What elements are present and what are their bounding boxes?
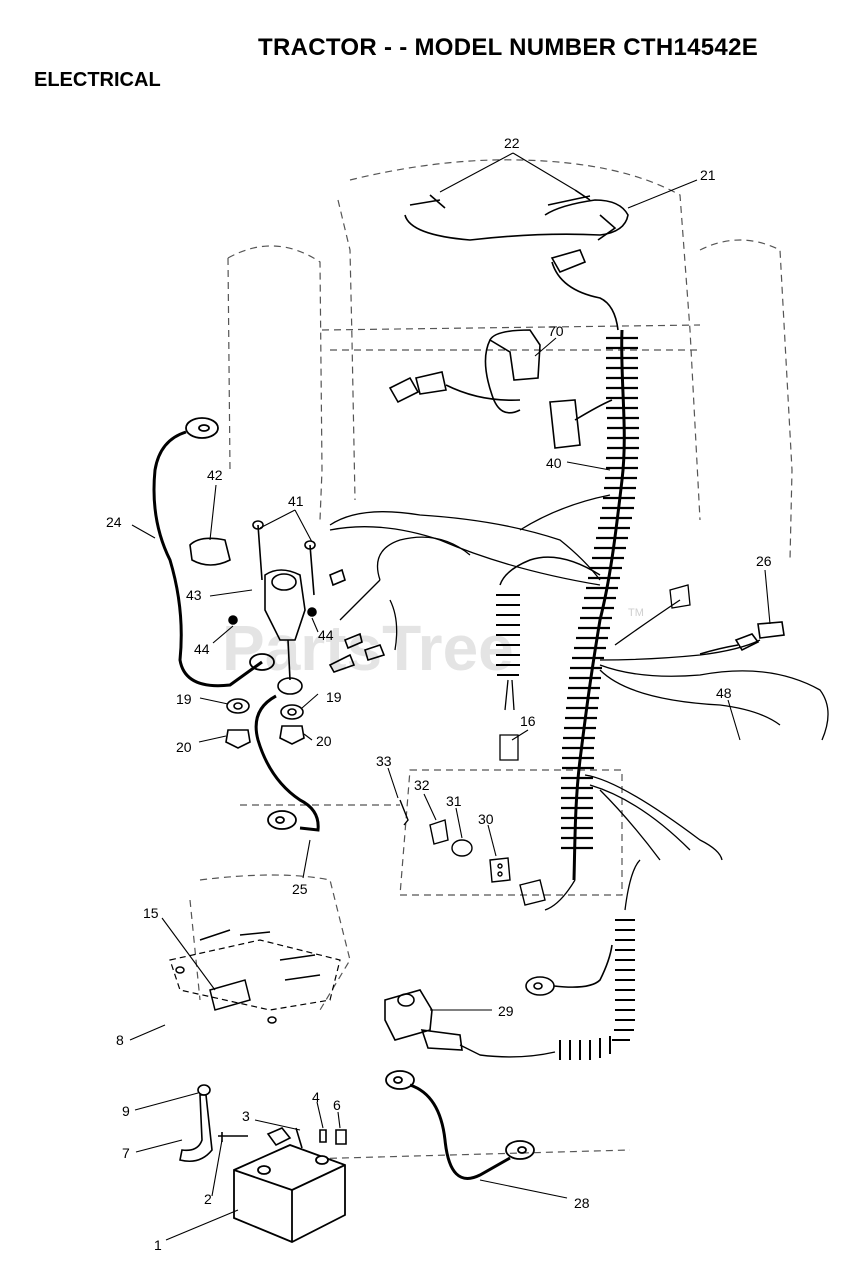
harness-21 [404, 189, 629, 331]
bracket-15 [175, 929, 321, 1024]
section-heading: ELECTRICAL [34, 69, 161, 91]
callout-22: 22 [504, 135, 520, 151]
connector-70 [388, 329, 613, 449]
callout-33: 33 [376, 753, 392, 769]
callout-3: 3 [242, 1108, 250, 1124]
callout-42: 42 [207, 467, 223, 483]
callout-19-left: 19 [176, 691, 192, 707]
callout-20-right: 20 [316, 733, 332, 749]
callout-15: 15 [143, 905, 159, 921]
callout-21: 21 [700, 167, 716, 183]
watermark: PartsTree [222, 612, 514, 684]
ring-terminal-25 [267, 810, 297, 830]
callout-32: 32 [414, 777, 430, 793]
callout-48: 48 [716, 685, 732, 701]
leader-lines [129, 152, 771, 1241]
callout-70: 70 [548, 323, 564, 339]
ring-terminals-28 [385, 1070, 535, 1160]
frame-bracket [169, 939, 341, 1011]
ground-wire-29 [525, 944, 613, 996]
callout-30: 30 [478, 811, 494, 827]
callout-20-left: 20 [176, 739, 192, 755]
switch-29 [384, 989, 463, 1051]
vent-tube-7 [179, 1084, 213, 1163]
callout-25: 25 [292, 881, 308, 897]
callout-43: 43 [186, 587, 202, 603]
callout-41: 41 [288, 493, 304, 509]
switch-assembly [399, 799, 546, 906]
callout-31: 31 [446, 793, 462, 809]
callout-7: 7 [122, 1145, 130, 1161]
battery-cable-25 [254, 694, 320, 832]
callout-6: 6 [333, 1097, 341, 1113]
ground-cable-24 [152, 430, 263, 688]
connector-26 [699, 621, 785, 655]
watermark-tm: TM [628, 607, 644, 619]
callout-19-right: 19 [326, 689, 342, 705]
callout-24: 24 [106, 514, 122, 530]
diagram-title: TRACTOR - - MODEL NUMBER CTH14542E [258, 34, 759, 61]
ring-terminal-24 [185, 417, 275, 671]
wiring-bundle [329, 494, 829, 911]
battery-hardware [218, 1127, 347, 1149]
callout-2: 2 [204, 1191, 212, 1207]
conduit-40-coils [561, 336, 639, 850]
callout-40: 40 [546, 455, 562, 471]
washers-nuts [225, 698, 305, 749]
callout-1: 1 [154, 1237, 162, 1253]
callout-9: 9 [122, 1103, 130, 1119]
callout-26: 26 [756, 553, 772, 569]
tractor-body-outline [189, 159, 793, 1161]
callout-8: 8 [116, 1032, 124, 1048]
callout-44-left: 44 [194, 641, 210, 657]
battery-1 [233, 1144, 346, 1243]
conduit-29 [459, 859, 641, 1060]
battery-cable-28 [409, 1083, 511, 1180]
callout-28: 28 [574, 1195, 590, 1211]
solenoid-43 [189, 520, 386, 695]
callout-4: 4 [312, 1089, 320, 1105]
callout-16: 16 [520, 713, 536, 729]
callout-numbers: 22 21 70 40 42 41 24 43 44 44 19 19 20 2… [106, 135, 772, 1253]
conduit-16 [496, 556, 601, 761]
callout-44-right: 44 [318, 627, 334, 643]
callout-29: 29 [498, 1003, 514, 1019]
